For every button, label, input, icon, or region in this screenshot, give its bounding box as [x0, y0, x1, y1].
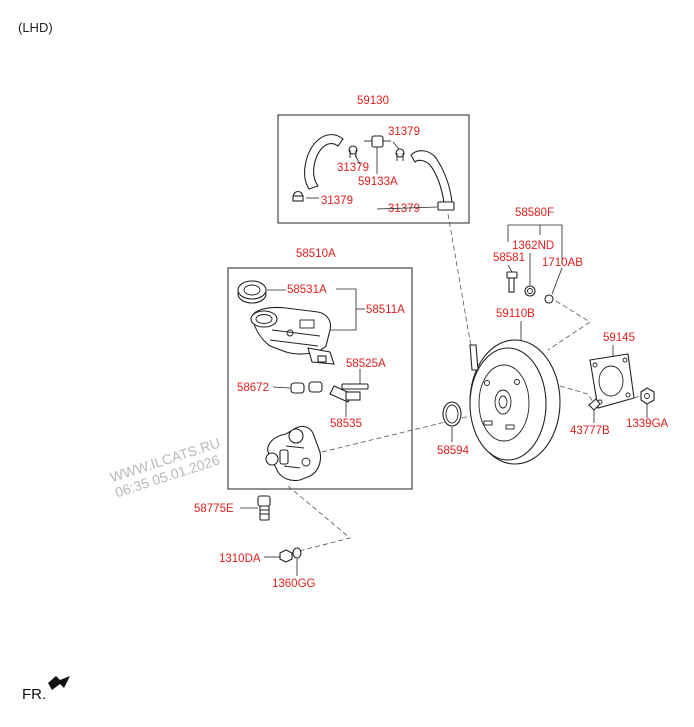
label-59130[interactable]: 59130	[357, 95, 389, 107]
front-direction-label: FR.	[22, 686, 47, 703]
label-59133A[interactable]: 59133A	[358, 176, 398, 188]
label-58594[interactable]: 58594	[437, 445, 470, 457]
master-cylinder-group-frame	[227, 267, 413, 490]
reservoir-pin[interactable]	[341, 383, 369, 390]
label-31379-bottom[interactable]: 31379	[321, 195, 353, 207]
reservoir-seal[interactable]	[290, 381, 323, 394]
label-58581[interactable]: 58581	[493, 252, 525, 264]
label-43777B[interactable]: 43777B	[570, 425, 610, 437]
label-1310DA[interactable]: 1310DA	[219, 553, 261, 565]
label-58531A[interactable]: 58531A	[287, 284, 327, 296]
label-31379-left[interactable]: 31379	[337, 162, 369, 174]
label-58525A[interactable]: 58525A	[346, 358, 386, 370]
brake-fluid-reservoir[interactable]	[250, 306, 332, 355]
label-31379-top[interactable]: 31379	[388, 126, 420, 138]
check-valve[interactable]	[506, 271, 518, 293]
vacuum-hose-assembly[interactable]	[304, 134, 455, 211]
label-1360GG[interactable]: 1360GG	[272, 578, 316, 590]
label-58510A[interactable]: 58510A	[296, 248, 336, 260]
reservoir-cap[interactable]	[237, 280, 267, 304]
label-58580F[interactable]: 58580F	[515, 207, 554, 219]
reservoir-bracket[interactable]	[307, 347, 335, 365]
master-cylinder-plug[interactable]	[257, 495, 271, 521]
variant-label: (LHD)	[18, 20, 53, 35]
hose-group-frame	[277, 114, 470, 224]
washer[interactable]	[292, 547, 302, 559]
label-1362ND[interactable]: 1362ND	[512, 240, 554, 252]
label-1710AB[interactable]: 1710AB	[542, 257, 583, 269]
brake-booster[interactable]	[469, 339, 561, 465]
grommet[interactable]	[524, 285, 536, 297]
clevis-pin[interactable]	[588, 398, 601, 411]
label-31379-right[interactable]: 31379	[388, 203, 420, 215]
nut[interactable]	[279, 549, 293, 563]
booster-o-ring[interactable]	[442, 401, 462, 427]
label-58511A[interactable]: 58511A	[366, 304, 405, 316]
label-59145[interactable]: 59145	[603, 332, 635, 344]
label-58775E[interactable]: 58775E	[194, 503, 234, 515]
label-1339GA[interactable]: 1339GA	[626, 418, 669, 430]
fluid-level-sensor[interactable]	[329, 385, 361, 403]
label-58535[interactable]: 58535	[330, 418, 362, 430]
master-cylinder-body[interactable]	[265, 425, 322, 482]
front-direction-arrow-icon	[48, 676, 70, 690]
label-58672[interactable]: 58672	[237, 382, 269, 394]
label-59110B[interactable]: 59110B	[496, 308, 535, 320]
o-ring-small[interactable]	[544, 294, 554, 304]
mounting-nut[interactable]	[640, 387, 655, 405]
